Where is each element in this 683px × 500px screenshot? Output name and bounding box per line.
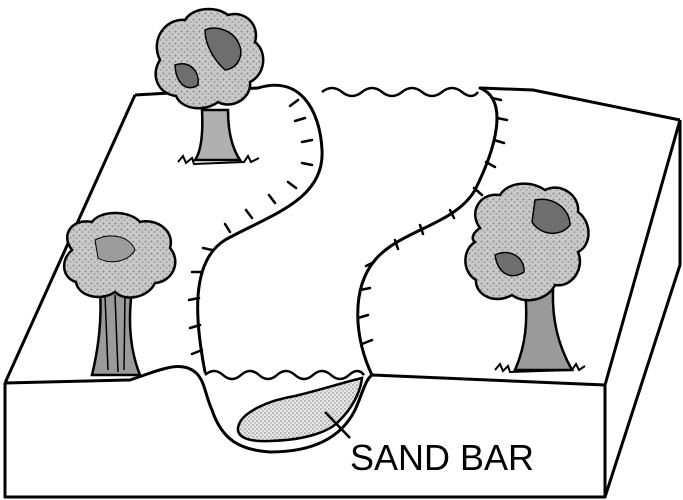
stream-channel xyxy=(196,83,499,377)
sand-bar-label: SAND BAR xyxy=(350,437,534,478)
foliage xyxy=(154,7,265,110)
trunk xyxy=(192,108,243,162)
sand-bar-leader-line xyxy=(324,411,351,439)
tree-left-front xyxy=(63,211,177,377)
bank-hachures xyxy=(187,96,509,356)
tree-right xyxy=(464,182,590,374)
tree-top-left xyxy=(154,7,265,166)
foliage xyxy=(464,182,590,302)
water-ripples xyxy=(204,86,479,381)
trunk xyxy=(513,288,575,372)
sand-bar xyxy=(236,376,364,443)
